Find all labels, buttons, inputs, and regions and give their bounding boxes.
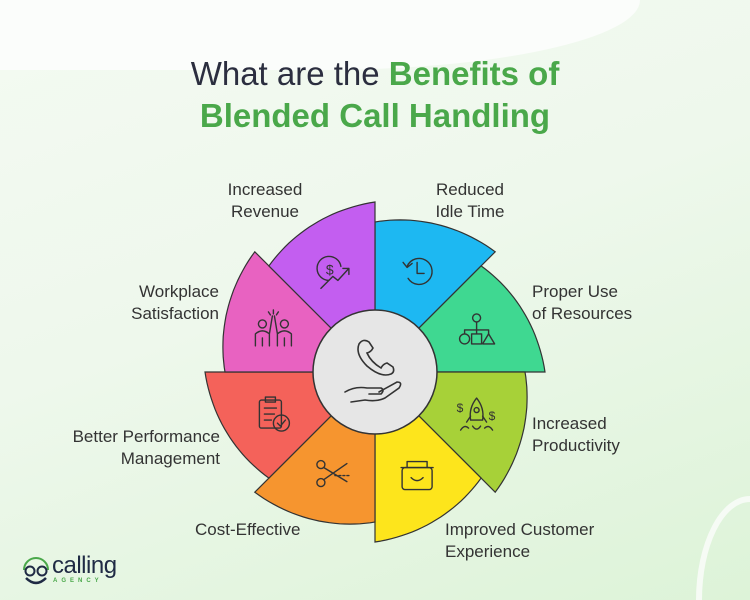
smiling-basket-icon — [400, 460, 434, 491]
title-text: What are the — [190, 55, 389, 92]
svg-text:$: $ — [489, 409, 496, 423]
logo-name: calling — [52, 552, 117, 579]
svg-text:$: $ — [457, 401, 464, 415]
clipboard-check-icon — [258, 396, 291, 432]
lightbulb-hierarchy-icon — [458, 313, 496, 345]
scissors-icon — [316, 459, 352, 488]
title-line-1: What are the Benefits of — [0, 54, 750, 94]
logo-subtitle: AGENCY — [53, 578, 103, 584]
hand-holding-phone-icon — [344, 339, 402, 403]
rocket-dollar-icon: $$ — [457, 397, 496, 431]
high-five-icon — [254, 309, 293, 347]
dollar-growth-icon: $ — [316, 255, 350, 290]
calling-agency-logo: calling AGENCY — [20, 552, 130, 588]
svg-text:$: $ — [326, 261, 334, 277]
title-highlight: Benefits of — [388, 55, 560, 92]
title-line-2: Blended Call Handling — [199, 97, 551, 134]
clock-rewind-icon — [402, 257, 433, 286]
headset-logo-icon — [23, 557, 49, 585]
label-cost-effective: Cost-Effective — [195, 520, 301, 539]
